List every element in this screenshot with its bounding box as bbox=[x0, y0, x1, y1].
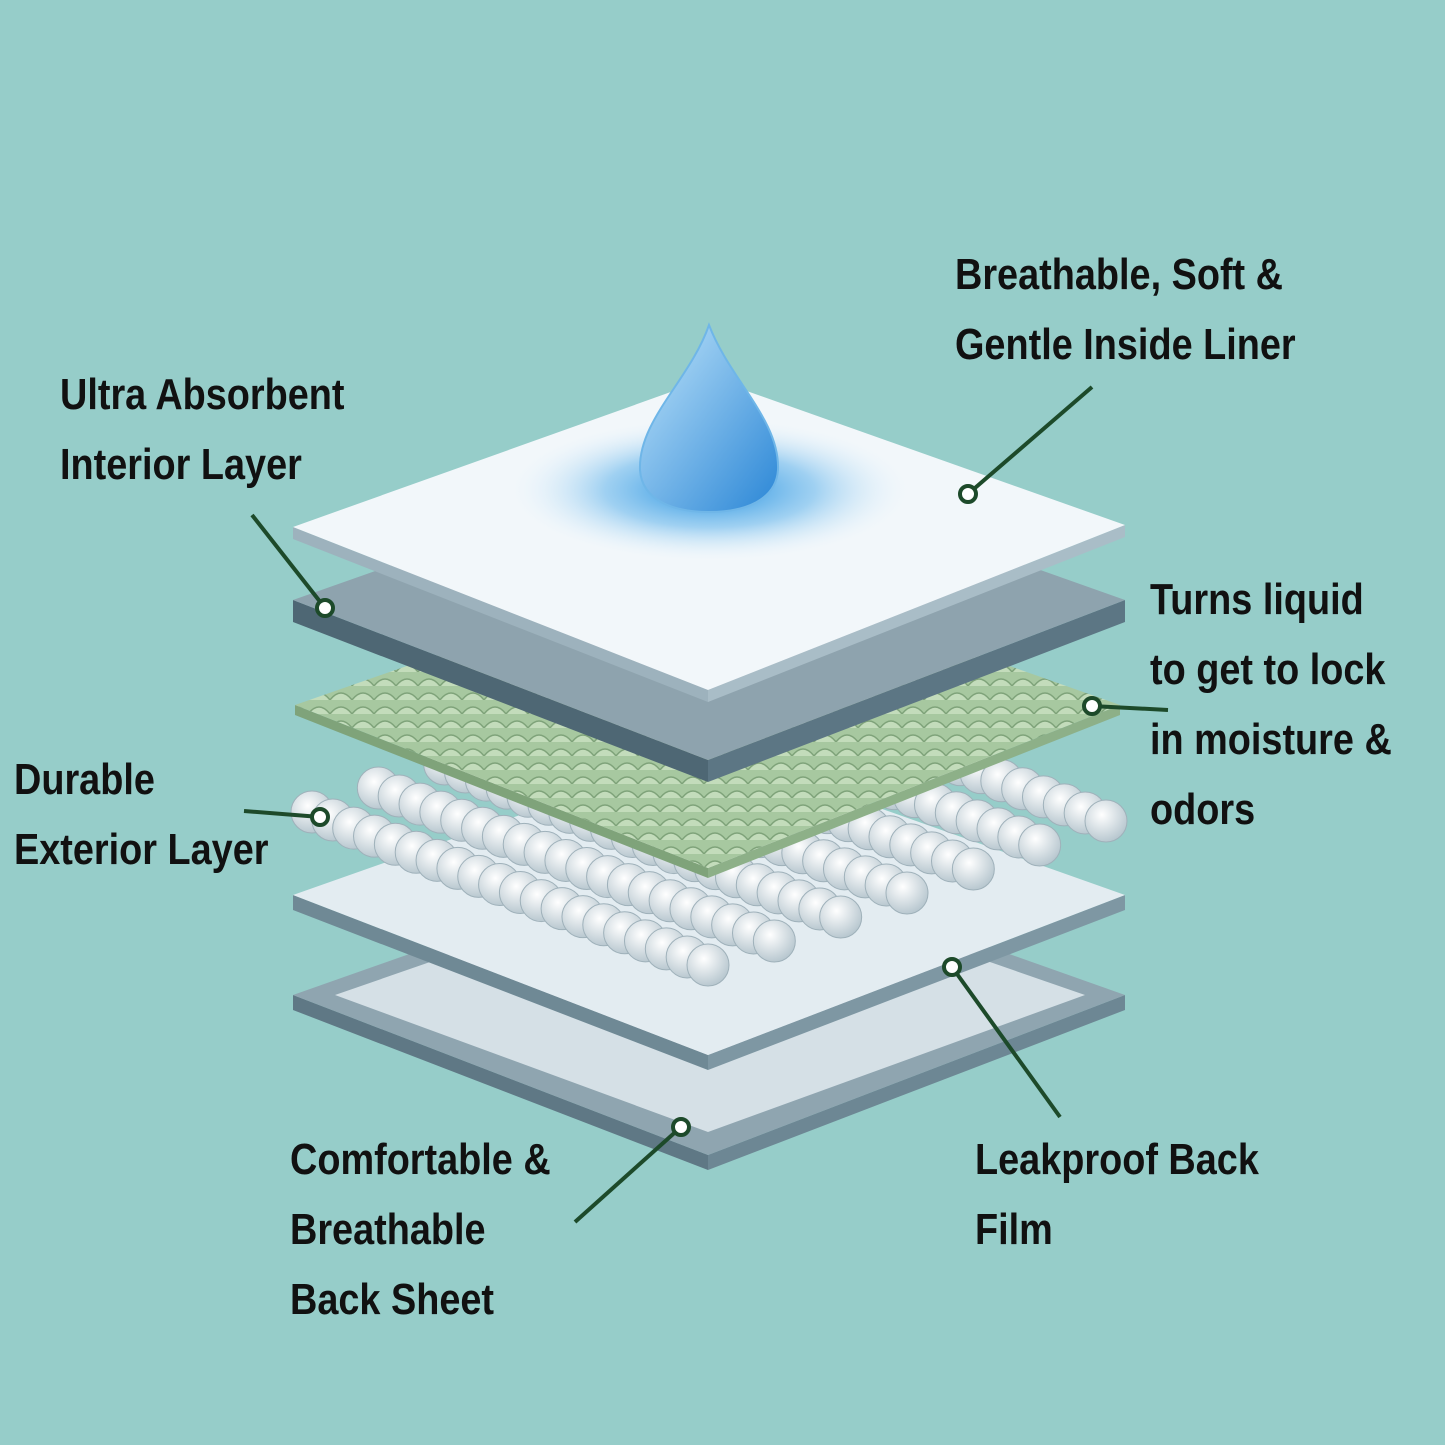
label-line: Breathable, Soft & bbox=[955, 250, 1283, 299]
label-line: Interior Layer bbox=[60, 440, 302, 489]
label-line: Durable bbox=[14, 755, 155, 804]
label-line: in moisture & bbox=[1150, 715, 1392, 764]
label-exterior-layer: Durable Exterior Layer bbox=[14, 745, 269, 885]
absorbent-bead bbox=[951, 847, 995, 891]
label-line: Back Sheet bbox=[290, 1275, 495, 1324]
label-line: Film bbox=[975, 1205, 1053, 1254]
leader-lines bbox=[243, 385, 1169, 1224]
label-line: Comfortable & bbox=[290, 1135, 551, 1184]
label-back-film: Leakproof Back Film bbox=[975, 1125, 1259, 1265]
label-line: to get to lock bbox=[1150, 645, 1386, 694]
absorbent-bead bbox=[819, 895, 863, 939]
absorbent-bead bbox=[885, 871, 929, 915]
absorbent-bead bbox=[752, 919, 796, 963]
absorbent-bead bbox=[1018, 823, 1062, 867]
liner-layer bbox=[293, 378, 1125, 702]
label-line: Leakproof Back bbox=[975, 1135, 1259, 1184]
label-line: Gentle Inside Liner bbox=[955, 320, 1296, 369]
label-line: Exterior Layer bbox=[14, 825, 269, 874]
label-line: Breathable bbox=[290, 1205, 486, 1254]
water-drop-icon bbox=[638, 322, 780, 514]
label-inside-liner: Breathable, Soft & Gentle Inside Liner bbox=[955, 240, 1296, 380]
label-lock-layer: Turns liquid to get to lock in moisture … bbox=[1150, 565, 1392, 845]
absorbent-bead bbox=[686, 943, 730, 987]
label-line: Ultra Absorbent bbox=[60, 370, 345, 419]
label-absorbent-layer: Ultra Absorbent Interior Layer bbox=[60, 360, 345, 500]
label-line: odors bbox=[1150, 785, 1256, 834]
label-line: Turns liquid bbox=[1150, 575, 1364, 624]
label-back-sheet: Comfortable & Breathable Back Sheet bbox=[290, 1125, 551, 1335]
absorbent-bead bbox=[1084, 799, 1128, 843]
